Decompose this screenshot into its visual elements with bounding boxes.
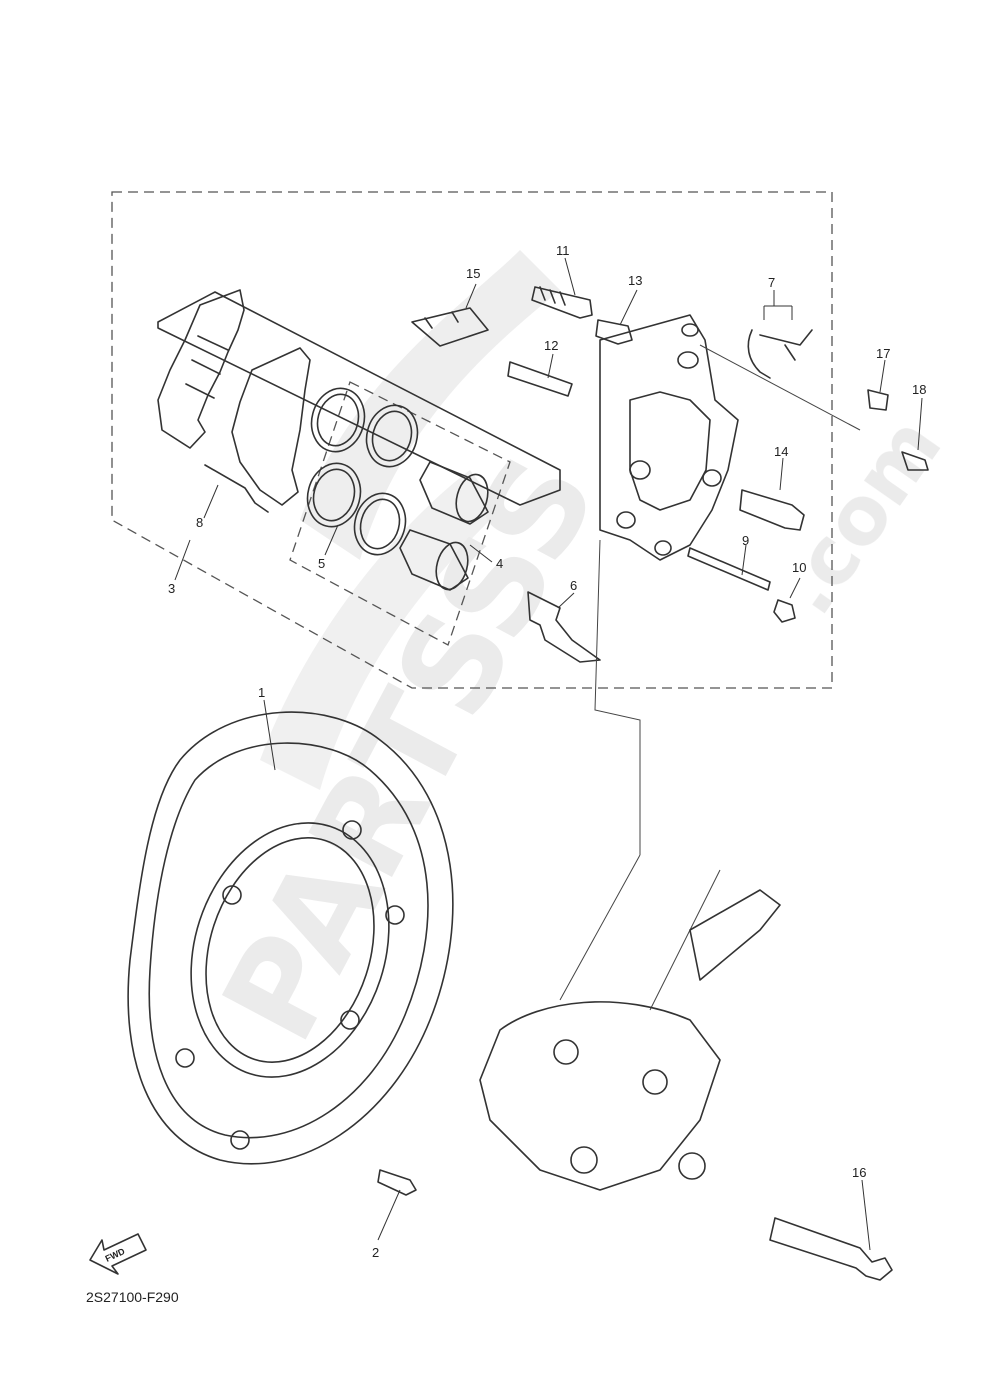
brake-disc	[127, 711, 454, 1165]
callout-14: 14	[774, 444, 788, 459]
diagram-code: 2S27100-F290	[86, 1289, 179, 1305]
callout-13: 13	[628, 273, 642, 288]
callout-5: 5	[318, 556, 325, 571]
callout-18: 18	[912, 382, 926, 397]
pad-spring	[411, 307, 489, 347]
caliper-body	[599, 314, 861, 561]
leader-lines	[174, 257, 923, 1251]
pad-pin	[687, 547, 771, 591]
pistons-and-seals	[306, 387, 489, 591]
bleed-fitting	[747, 329, 813, 379]
callout-4: 4	[496, 556, 503, 571]
callout-9: 9	[742, 533, 749, 548]
fork-leg	[479, 854, 781, 1191]
pin-nut	[773, 599, 796, 623]
axle-bolt	[769, 1217, 893, 1281]
bleeder-cap	[867, 389, 889, 411]
callouts: 1 2 3 4 5 6 7 8 9 10 11 12 13 14 15 16 1…	[168, 243, 926, 1260]
callout-17: 17	[876, 346, 890, 361]
callout-11: 11	[556, 243, 570, 258]
caliper-pins	[507, 286, 633, 397]
bleeder-bolt	[901, 451, 929, 471]
callout-3: 3	[168, 581, 175, 596]
callout-16: 16	[852, 1165, 866, 1180]
callout-10: 10	[792, 560, 806, 575]
slide-pin	[739, 489, 805, 531]
callout-8: 8	[196, 515, 203, 530]
assembly-boundary	[111, 191, 833, 689]
callout-15: 15	[466, 266, 480, 281]
callout-7: 7	[768, 275, 775, 290]
forward-arrow-icon: FWD	[89, 1233, 147, 1275]
watermark-suffix: .com	[759, 401, 959, 631]
callout-12: 12	[544, 338, 558, 353]
callout-2: 2	[372, 1245, 379, 1260]
callout-6: 6	[570, 578, 577, 593]
disc-bolt	[377, 1169, 417, 1196]
hose-line	[594, 539, 641, 855]
brake-pads	[157, 289, 561, 513]
pad-clip	[527, 591, 601, 663]
piston-group-boundary	[289, 381, 511, 646]
callout-1: 1	[258, 685, 265, 700]
